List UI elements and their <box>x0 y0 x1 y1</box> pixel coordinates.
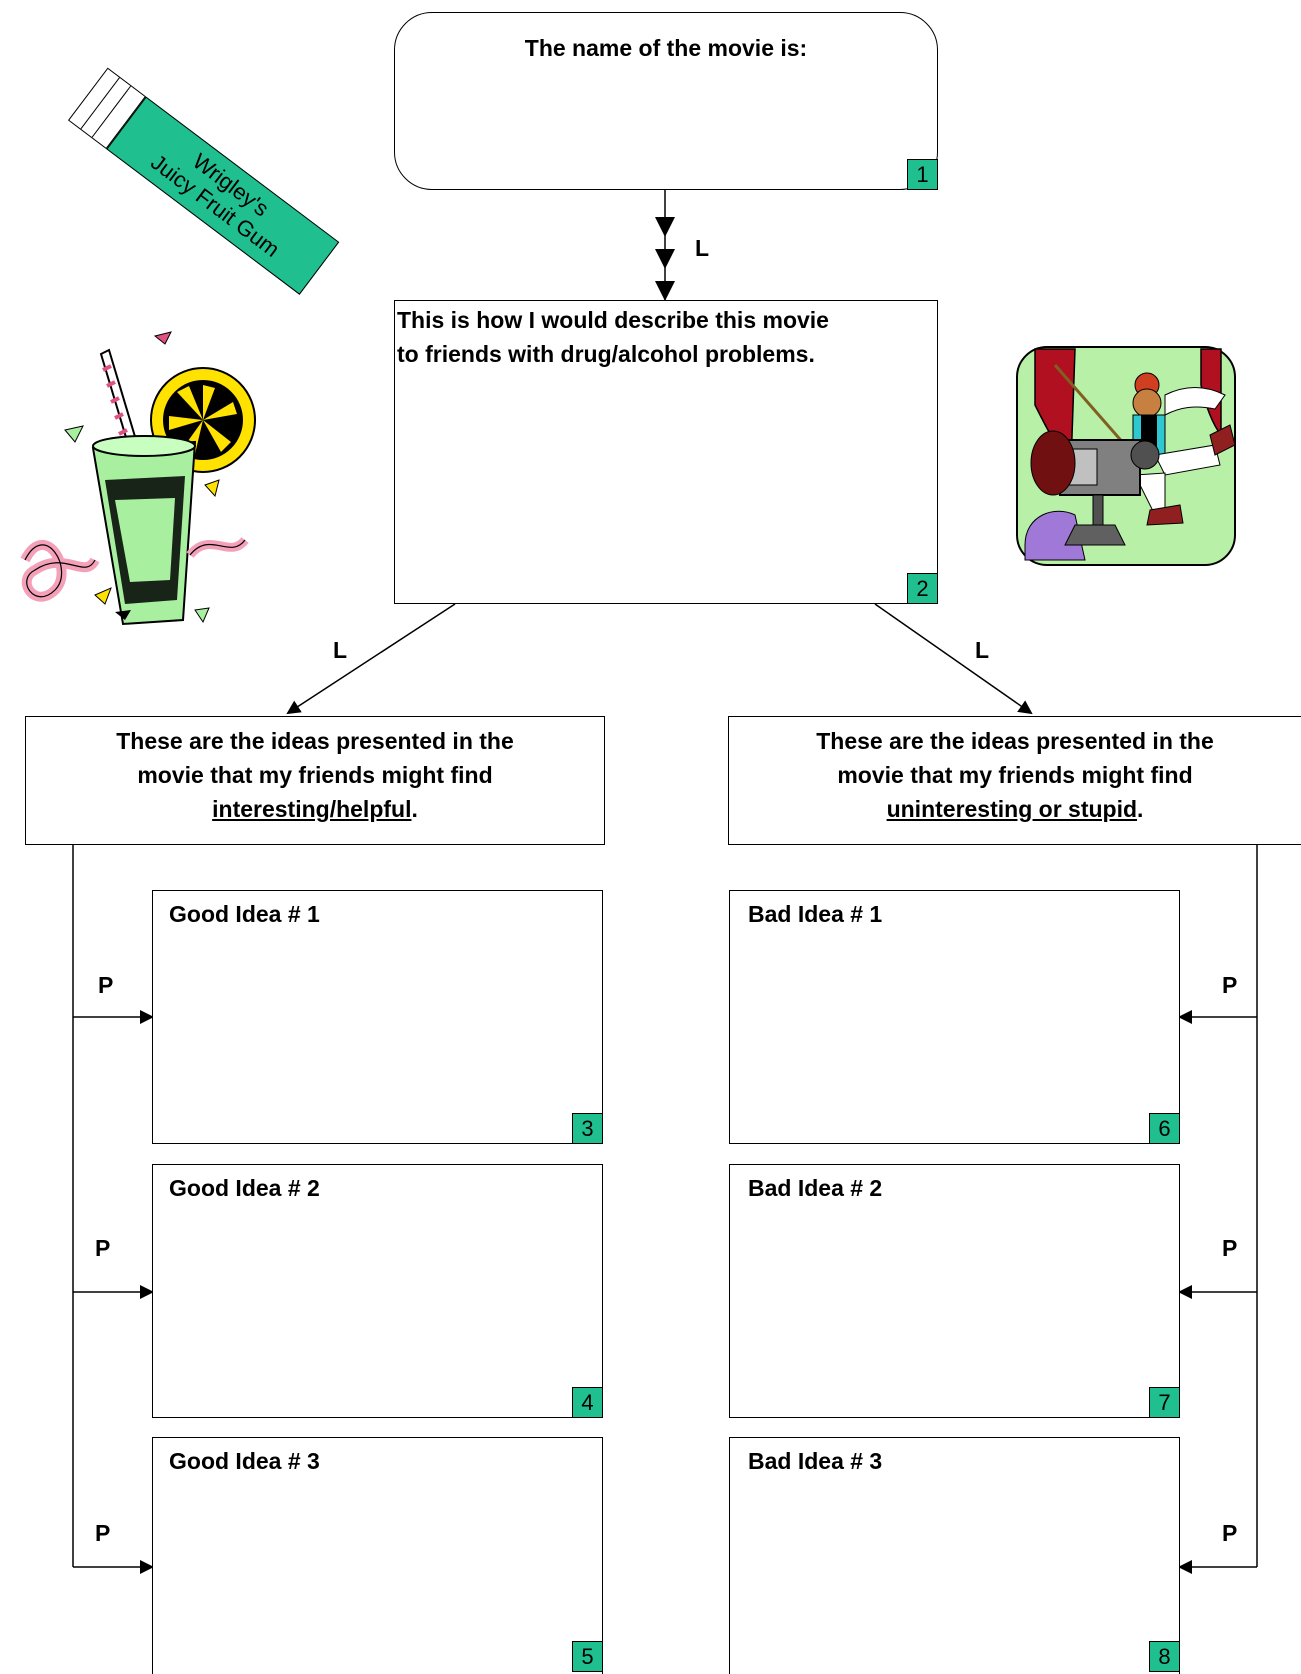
connector-label-p-left-1: P <box>98 972 114 998</box>
movie-description-box[interactable]: This is how I would describe this movie … <box>394 300 938 604</box>
box-number: 2 <box>907 573 938 604</box>
helpful-header-line1: These are the ideas presented in the <box>116 728 514 754</box>
connector-label-top: L <box>695 235 710 261</box>
bad-idea-label: Bad Idea # 1 <box>748 901 883 927</box>
connector-label-right: L <box>975 637 990 663</box>
bad-idea-label: Bad Idea # 2 <box>748 1175 883 1201</box>
connector-label-p-left-3: P <box>95 1520 111 1546</box>
good-idea-label: Good Idea # 3 <box>169 1448 320 1474</box>
movie-name-prompt: The name of the movie is: <box>524 35 808 61</box>
connector-label-p-left-2: P <box>95 1235 111 1261</box>
good-idea-box-3[interactable]: Good Idea # 3 5 <box>152 1437 603 1674</box>
helpful-header-line2: movie that my friends might find <box>137 762 493 788</box>
juice-glass-icon <box>20 331 256 626</box>
movie-name-box[interactable]: The name of the movie is: 1 <box>394 12 938 190</box>
box-number: 8 <box>1149 1641 1180 1672</box>
good-idea-label: Good Idea # 2 <box>169 1175 320 1201</box>
box-number: 1 <box>907 159 938 190</box>
unhelpful-header-emphasis: uninteresting or stupid <box>886 796 1138 822</box>
box-number: 7 <box>1149 1387 1180 1418</box>
box-number: 6 <box>1149 1113 1180 1144</box>
good-idea-box-1[interactable]: Good Idea # 1 3 <box>152 890 603 1144</box>
box-number: 5 <box>572 1641 603 1672</box>
helpful-header-emphasis: interesting/helpful <box>212 796 412 822</box>
connector-label-p-right-3: P <box>1222 1520 1238 1546</box>
box-number: 3 <box>572 1113 603 1144</box>
connector-label-p-right-2: P <box>1222 1235 1238 1261</box>
bad-idea-box-2[interactable]: Bad Idea # 2 7 <box>729 1164 1180 1418</box>
unhelpful-ideas-header: These are the ideas presented in the mov… <box>728 716 1301 845</box>
movie-camera-icon <box>1016 346 1236 566</box>
box-number: 4 <box>572 1387 603 1418</box>
good-idea-box-2[interactable]: Good Idea # 2 4 <box>152 1164 603 1418</box>
unhelpful-header-line1: These are the ideas presented in the <box>816 728 1214 754</box>
connector-label-left: L <box>333 637 348 663</box>
helpful-ideas-header: These are the ideas presented in the mov… <box>25 716 605 845</box>
connector-label-p-right-1: P <box>1222 972 1238 998</box>
bad-idea-box-3[interactable]: Bad Idea # 3 8 <box>729 1437 1180 1674</box>
good-idea-label: Good Idea # 1 <box>169 901 320 927</box>
description-prompt: This is how I would describe this movie … <box>397 307 829 367</box>
bad-idea-box-1[interactable]: Bad Idea # 1 6 <box>729 890 1180 1144</box>
bad-idea-label: Bad Idea # 3 <box>748 1448 883 1474</box>
unhelpful-header-line2: movie that my friends might find <box>837 762 1193 788</box>
